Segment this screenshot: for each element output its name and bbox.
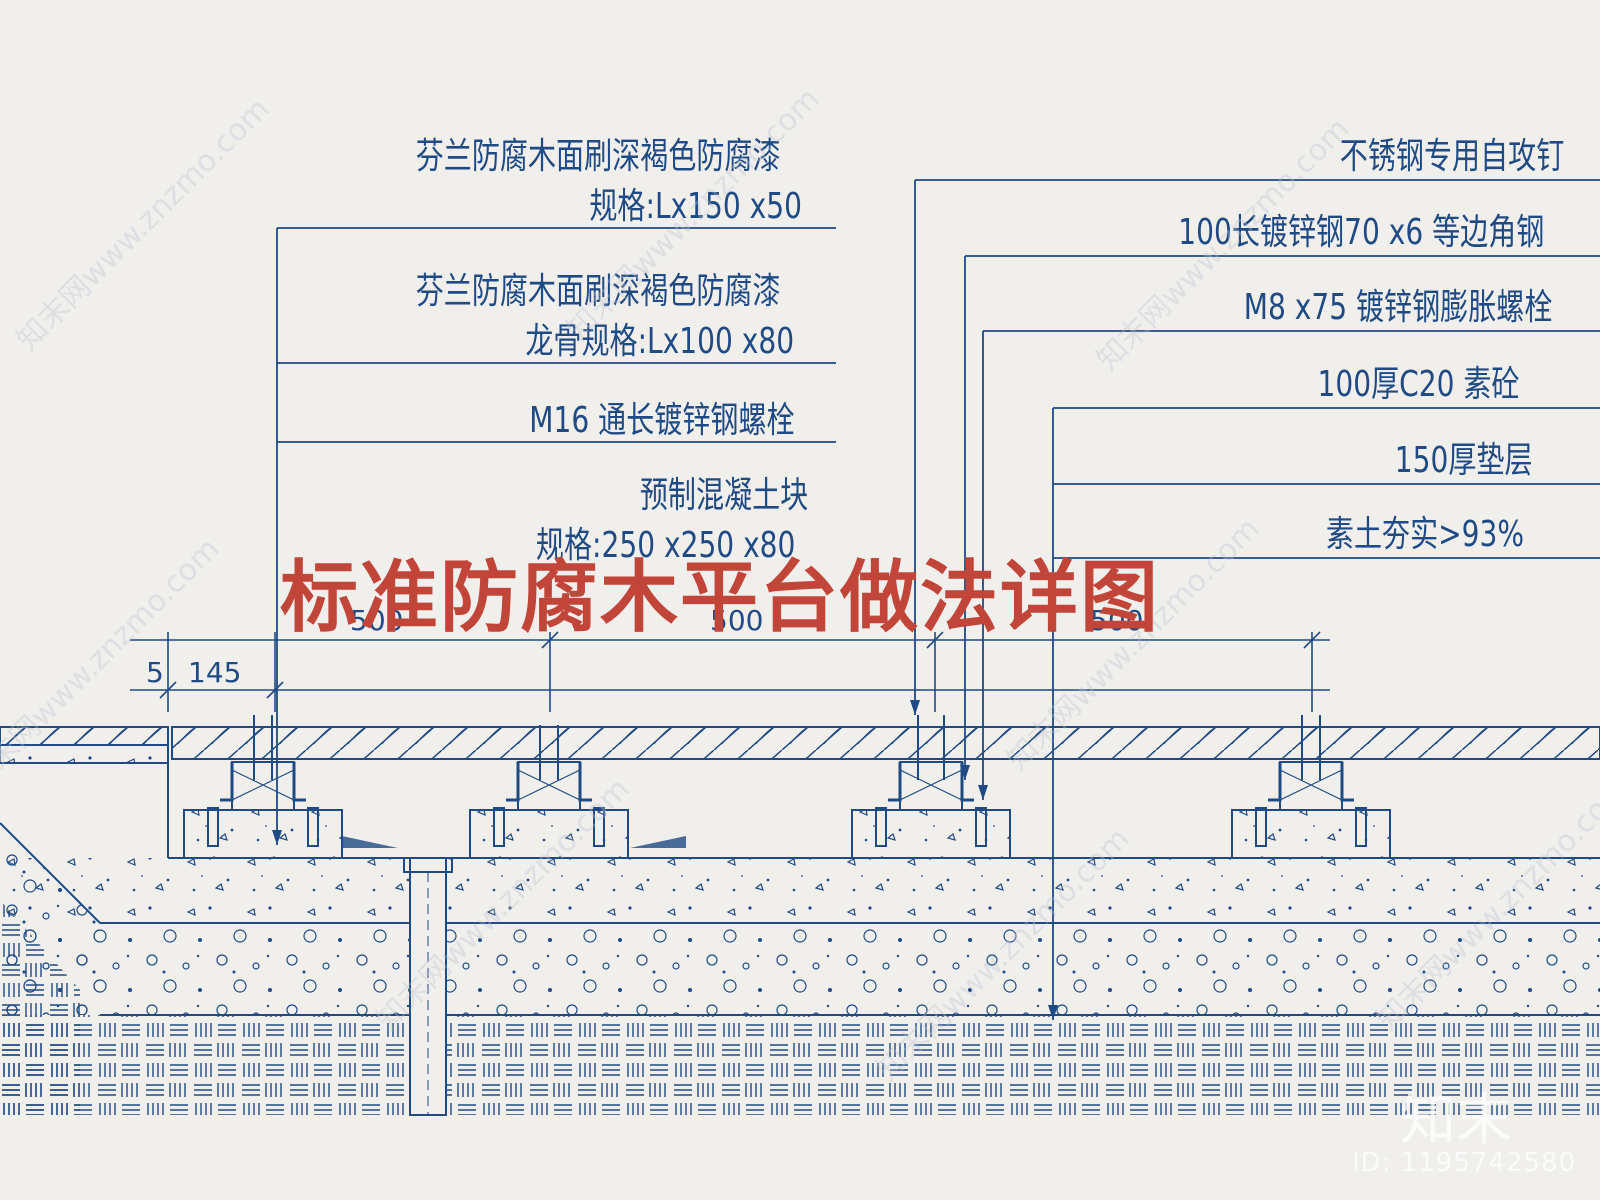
- label-precast-block-line1: 预制混凝土块: [640, 474, 808, 516]
- drawing-title: 标准防腐木平台做法详图: [280, 553, 1161, 643]
- label-precast-block-line2: 规格:250 x250 x80: [536, 524, 795, 566]
- label-joist-line2: 龙骨规格:Lx100 x80: [525, 320, 794, 362]
- leader-arrowheads: [272, 700, 1058, 1020]
- dim-partial: 500: [1090, 604, 1143, 637]
- dim-partial: 500: [350, 604, 403, 637]
- label-m16-bolt: M16 通长镀锌钢螺栓: [529, 399, 794, 441]
- image-id: ID: 1195742580: [1352, 1148, 1577, 1178]
- compacted-soil-layer: [0, 1015, 1600, 1115]
- wedge-shim: [342, 836, 398, 848]
- brand-logo: 知末: [1400, 1088, 1512, 1153]
- footing-unit: [469, 725, 629, 859]
- deck-boards: [0, 726, 1600, 760]
- footing-unit: [1231, 715, 1391, 859]
- leader-lines-right: [914, 179, 1600, 1020]
- label-angle-steel: 100长镀锌钢70 x6 等边角钢: [1178, 211, 1544, 253]
- side-soil: [0, 900, 80, 1115]
- ground-layers: [0, 727, 1600, 1116]
- dim-partial: 500: [710, 604, 763, 637]
- footing-unit: [851, 715, 1011, 859]
- concrete-layer: [0, 858, 1600, 923]
- leader-lines-left: [276, 227, 836, 845]
- label-deck-board-line1: 芬兰防腐木面刷深褐色防腐漆: [416, 135, 781, 177]
- label-joist-line1: 芬兰防腐木面刷深褐色防腐漆: [416, 270, 781, 312]
- label-compacted-soil: 素土夯实>93%: [1326, 513, 1524, 555]
- dim-145: 145: [188, 656, 241, 689]
- wedge-shim: [630, 836, 686, 848]
- footing-unit: [183, 715, 343, 859]
- dimension-lines: [130, 631, 1330, 712]
- label-deck-board-line2: 规格:Lx150 x50: [589, 185, 802, 227]
- label-expansion-bolt: M8 x75 镀锌钢膨胀螺栓: [1244, 286, 1553, 328]
- dim-5: 5: [146, 656, 164, 689]
- gravel-cushion-layer: [0, 923, 1600, 1015]
- label-c20-concrete: 100厚C20 素砼: [1318, 363, 1520, 405]
- label-cushion-layer: 150厚垫层: [1395, 439, 1533, 481]
- label-self-tapping-screw: 不锈钢专用自攻钉: [1340, 135, 1565, 177]
